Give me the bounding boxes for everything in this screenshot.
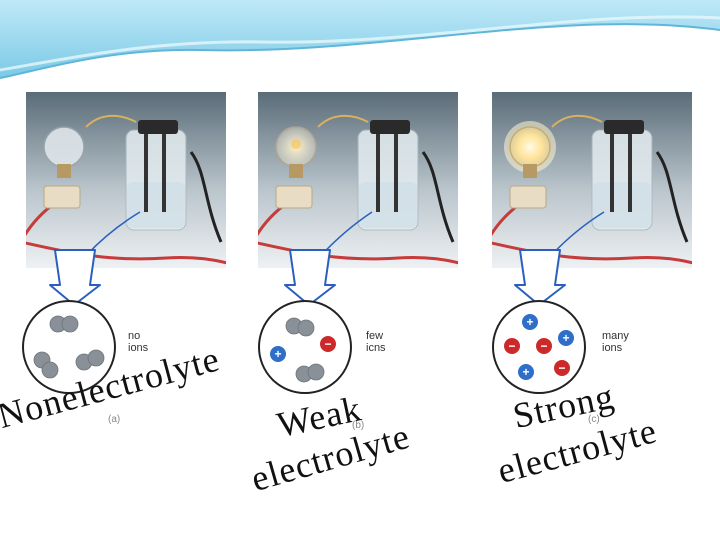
header-banner bbox=[0, 0, 720, 79]
svg-text:−: − bbox=[508, 339, 515, 353]
ion-view-a bbox=[22, 300, 116, 394]
molecule-icon bbox=[33, 315, 105, 379]
apparatus-photo-c bbox=[492, 92, 692, 268]
svg-text:+: + bbox=[522, 365, 529, 379]
svg-text:+: + bbox=[526, 315, 533, 329]
apparatus-photo-b bbox=[258, 92, 458, 268]
molecule-icon bbox=[285, 317, 325, 383]
anion-icon: − bbox=[536, 338, 552, 354]
anion-icon: − bbox=[504, 338, 520, 354]
bulb-off-icon bbox=[43, 126, 85, 168]
ion-view-b: + − bbox=[258, 300, 352, 394]
sub-label-c: (c) bbox=[588, 414, 600, 425]
ions-label-c: many ions bbox=[602, 330, 629, 354]
sub-label-a: (a) bbox=[108, 414, 121, 425]
svg-text:−: − bbox=[540, 339, 547, 353]
cation-icon: + bbox=[518, 364, 534, 380]
svg-text:−: − bbox=[558, 361, 565, 375]
svg-text:+: + bbox=[562, 331, 569, 345]
svg-text:+: + bbox=[274, 347, 281, 361]
anion-icon: − bbox=[554, 360, 570, 376]
cation-icon: + bbox=[558, 330, 574, 346]
sub-label-b: (b) bbox=[352, 420, 365, 431]
cation-icon: + bbox=[270, 346, 286, 362]
anion-icon: − bbox=[320, 336, 336, 352]
bulb-bright-icon bbox=[509, 126, 551, 168]
ion-view-c: + + − − + − bbox=[492, 300, 586, 394]
svg-text:−: − bbox=[324, 337, 331, 351]
cation-icon: + bbox=[522, 314, 538, 330]
ions-label-b: few icns bbox=[366, 330, 386, 354]
apparatus-photo-a bbox=[26, 92, 226, 268]
ions-label-a: no ions bbox=[128, 330, 149, 354]
